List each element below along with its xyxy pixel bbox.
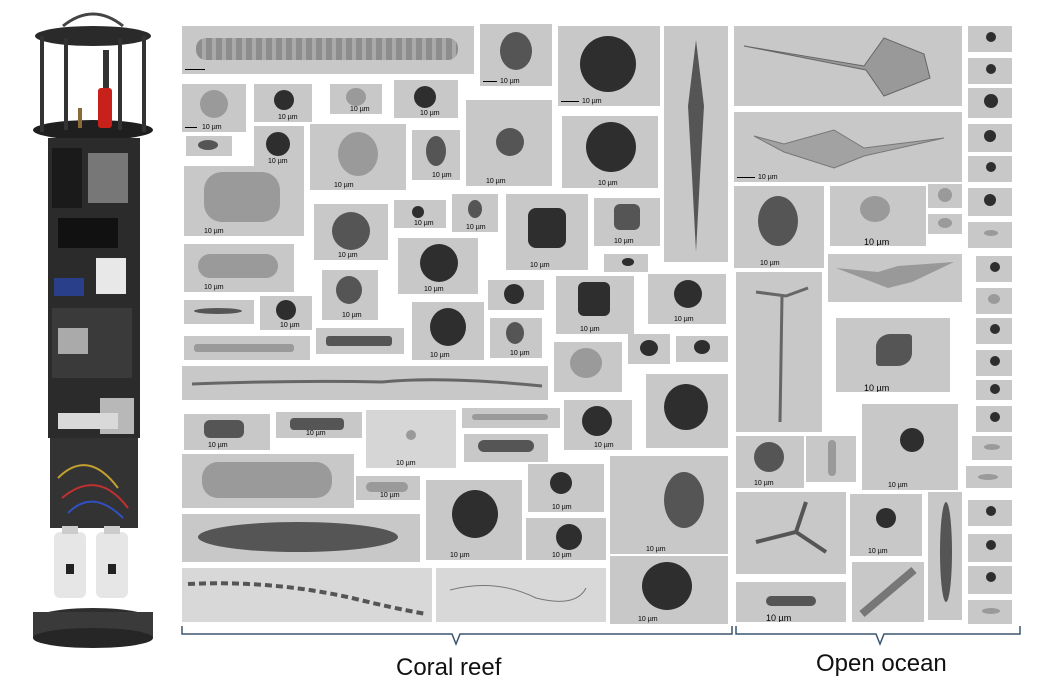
plankton-image-ocean-col-13 bbox=[976, 406, 1012, 432]
plankton-image-reef-19: 10 µm bbox=[506, 194, 588, 270]
plankton-image-reef-30 bbox=[184, 336, 310, 360]
plankton-image-reef-54: 10 µm bbox=[610, 556, 728, 624]
plankton-image-reef-27 bbox=[488, 280, 544, 310]
plankton-image-reef-45 bbox=[182, 454, 354, 508]
plankton-image-reef-34 bbox=[554, 342, 622, 392]
plankton-image-ocean-03: 10 µm bbox=[734, 186, 824, 268]
plankton-image-reef-17: 10 µm bbox=[394, 200, 446, 228]
plankton-image-reef-05: 10 µm bbox=[182, 84, 246, 132]
plankton-image-ocean-13 bbox=[736, 492, 846, 574]
plankton-image-reef-40: 10 µm bbox=[276, 412, 362, 438]
plankton-image-ocean-10: 10 µm bbox=[736, 436, 804, 488]
plankton-image-ocean-col-10 bbox=[976, 318, 1012, 344]
plankton-image-ocean-04: 10 µm bbox=[830, 186, 926, 246]
plankton-image-ocean-col-05 bbox=[968, 156, 1012, 182]
plankton-image-ocean-col-04 bbox=[968, 124, 1012, 152]
plankton-image-ocean-col-17 bbox=[968, 534, 1012, 562]
plankton-image-reef-04 bbox=[664, 26, 728, 262]
plankton-image-ocean-col-19 bbox=[968, 600, 1012, 624]
plankton-image-ocean-14: 10 µm bbox=[850, 494, 922, 556]
plankton-image-reef-37 bbox=[182, 366, 548, 400]
plankton-image-ocean-08 bbox=[736, 272, 822, 432]
plankton-image-ocean-col-03 bbox=[968, 88, 1012, 118]
plankton-image-reef-35 bbox=[628, 334, 670, 364]
coral-reef-label: Coral reef bbox=[396, 654, 502, 681]
plankton-image-reef-16: 10 µm bbox=[314, 204, 388, 260]
imaging-flow-cytobot-photo bbox=[33, 12, 153, 648]
plankton-image-reef-32: 10 µm bbox=[412, 302, 484, 360]
plankton-image-reef-50 bbox=[182, 514, 420, 562]
plankton-image-reef-52 bbox=[182, 568, 432, 622]
plankton-image-ocean-17: 10 µm bbox=[736, 582, 846, 622]
plankton-image-reef-11 bbox=[186, 136, 232, 156]
plankton-image-reef-15: 10 µm bbox=[184, 166, 304, 236]
plankton-image-ocean-06 bbox=[928, 214, 962, 234]
plankton-image-reef-18: 10 µm bbox=[452, 194, 498, 232]
plankton-image-reef-47: 10 µm bbox=[426, 480, 522, 560]
plankton-image-ocean-col-14 bbox=[972, 436, 1012, 460]
plankton-image-reef-51: 10 µm bbox=[526, 518, 606, 560]
plankton-image-reef-43 bbox=[464, 434, 548, 462]
plankton-image-reef-46: 10 µm bbox=[356, 476, 420, 500]
plankton-image-ocean-col-09 bbox=[976, 288, 1012, 314]
plankton-image-ocean-01 bbox=[734, 26, 962, 106]
plankton-image-reef-23: 10 µm bbox=[398, 238, 478, 294]
plankton-image-reef-31 bbox=[316, 328, 404, 354]
plankton-image-reef-49: 10 µm bbox=[610, 456, 728, 554]
plankton-image-ocean-col-06 bbox=[968, 188, 1012, 216]
plankton-image-reef-25 bbox=[184, 300, 254, 324]
plankton-image-reef-01 bbox=[182, 26, 474, 74]
plankton-image-reef-28: 10 µm bbox=[556, 276, 634, 334]
plankton-image-ocean-col-11 bbox=[976, 350, 1012, 376]
plankton-image-reef-12: 10 µm bbox=[254, 126, 304, 166]
plankton-image-ocean-15 bbox=[928, 492, 962, 620]
plankton-image-reef-09: 10 µm bbox=[466, 100, 552, 186]
open-ocean-brace bbox=[735, 626, 1021, 647]
plankton-image-reef-07: 10 µm bbox=[330, 84, 382, 114]
coral-reef-brace bbox=[181, 626, 733, 647]
plankton-image-reef-02: 10 µm bbox=[480, 24, 552, 86]
plankton-image-reef-38 bbox=[646, 374, 728, 448]
plankton-image-ocean-col-18 bbox=[968, 566, 1012, 594]
plankton-image-ocean-09: 10 µm bbox=[836, 318, 950, 392]
plankton-image-reef-08: 10 µm bbox=[394, 80, 458, 118]
plankton-image-ocean-col-07 bbox=[968, 222, 1012, 248]
plankton-image-ocean-col-02 bbox=[968, 58, 1012, 84]
plankton-image-ocean-11 bbox=[806, 436, 856, 482]
plankton-image-reef-06: 10 µm bbox=[254, 84, 312, 122]
plankton-image-ocean-col-15 bbox=[966, 466, 1012, 488]
plankton-image-reef-10: 10 µm bbox=[562, 116, 658, 188]
plankton-image-reef-20: 10 µm bbox=[594, 198, 660, 246]
plankton-image-reef-26: 10 µm bbox=[260, 296, 312, 330]
plankton-image-ocean-12: 10 µm bbox=[862, 404, 958, 490]
plankton-image-reef-53 bbox=[436, 568, 606, 622]
plankton-image-reef-42 bbox=[462, 408, 560, 428]
plankton-image-reef-03: 10 µm bbox=[558, 26, 660, 106]
plankton-image-ocean-col-01 bbox=[968, 26, 1012, 52]
plankton-image-ocean-col-12 bbox=[976, 380, 1012, 400]
plankton-image-ocean-col-08 bbox=[976, 256, 1012, 282]
plankton-image-reef-48: 10 µm bbox=[528, 464, 604, 512]
plankton-image-reef-29: 10 µm bbox=[648, 274, 726, 324]
plankton-image-reef-13: 10 µm bbox=[310, 124, 406, 190]
plankton-image-reef-36 bbox=[676, 336, 728, 362]
plankton-image-reef-22: 10 µm bbox=[322, 270, 378, 320]
plankton-image-reef-41: 10 µm bbox=[366, 410, 456, 468]
plankton-image-reef-24 bbox=[604, 254, 648, 272]
plankton-image-ocean-col-16 bbox=[968, 500, 1012, 526]
plankton-image-reef-33: 10 µm bbox=[490, 318, 542, 358]
plankton-image-reef-14: 10 µm bbox=[412, 130, 460, 180]
plankton-image-ocean-05 bbox=[928, 184, 962, 208]
open-ocean-label: Open ocean bbox=[816, 650, 947, 677]
plankton-image-reef-39: 10 µm bbox=[184, 414, 270, 450]
plankton-image-ocean-07 bbox=[828, 254, 962, 302]
plankton-image-reef-21: 10 µm bbox=[184, 244, 294, 292]
plankton-image-ocean-16 bbox=[852, 562, 924, 622]
plankton-image-reef-44: 10 µm bbox=[564, 400, 632, 450]
plankton-image-ocean-02: 10 µm bbox=[734, 112, 962, 182]
